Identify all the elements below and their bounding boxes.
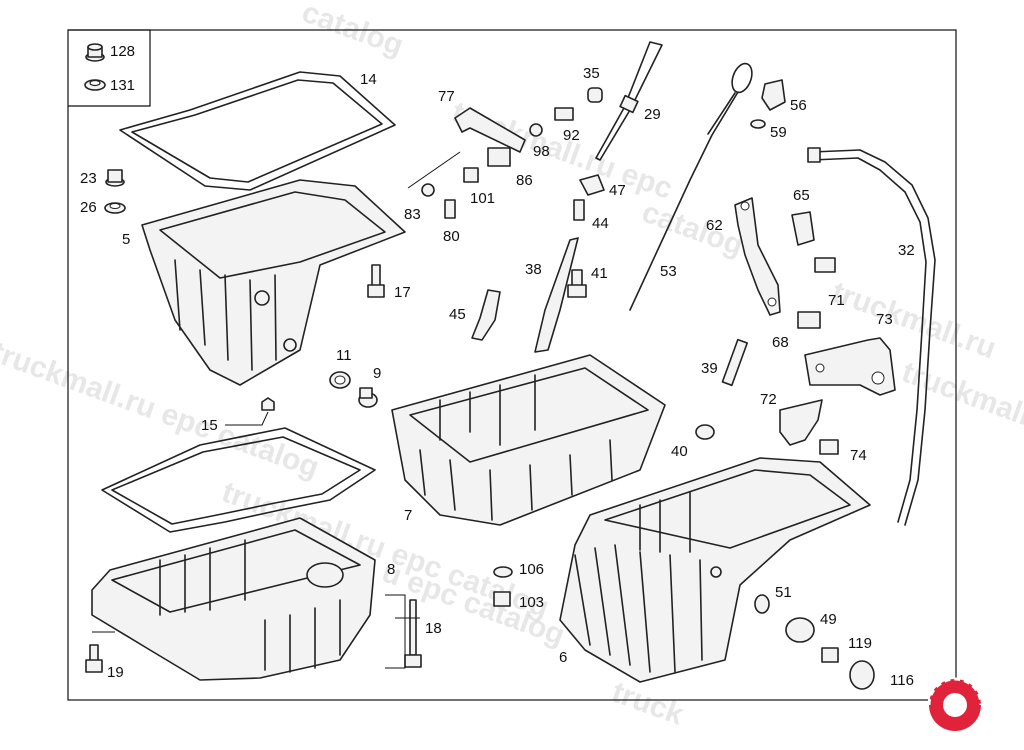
- truckmall-logo: [927, 677, 983, 731]
- legend-label: 131: [110, 77, 135, 94]
- callout: 53: [660, 263, 677, 280]
- lower-right-oil-pan: [559, 457, 871, 683]
- callout: 103: [519, 594, 544, 611]
- bracket-77: [454, 107, 526, 153]
- callout: 83: [404, 206, 421, 223]
- callout: 77: [438, 88, 455, 105]
- callout: 29: [644, 106, 661, 123]
- callout: 11: [336, 347, 352, 364]
- callout: 17: [394, 284, 411, 301]
- callout: 8: [387, 561, 395, 578]
- callout: 18: [425, 620, 442, 637]
- legend-plug-icon: [85, 43, 105, 62]
- callout: 32: [898, 242, 915, 259]
- callout: 86: [516, 172, 533, 189]
- callout: 41: [591, 265, 608, 282]
- callout: 80: [443, 228, 460, 245]
- legend-box: [68, 29, 151, 107]
- callout: 40: [671, 443, 688, 460]
- callout: 45: [449, 306, 466, 323]
- callout: 6: [559, 649, 567, 666]
- callout: 19: [107, 664, 124, 681]
- bracket-72: [779, 399, 823, 446]
- callout: 47: [609, 182, 626, 199]
- callout: 98: [533, 143, 550, 160]
- middle-oil-pan: [391, 354, 666, 526]
- watermark-text: catalog: [298, 0, 408, 63]
- callout: 72: [760, 391, 777, 408]
- callout: 62: [706, 217, 723, 234]
- callout: 106: [519, 561, 544, 578]
- callout: 39: [701, 360, 718, 377]
- callout: 71: [828, 292, 845, 309]
- callout: 92: [563, 127, 580, 144]
- callout: 7: [404, 507, 412, 524]
- callout: 119: [848, 635, 872, 652]
- bracket-73: [804, 337, 896, 396]
- legend-ring-icon: [84, 79, 106, 91]
- legend-label: 128: [110, 43, 135, 60]
- callout: 68: [772, 334, 789, 351]
- callout: 44: [592, 215, 609, 232]
- callout: 35: [583, 65, 600, 82]
- lower-left-oil-pan: [91, 517, 376, 681]
- callout: 9: [373, 365, 381, 382]
- upper-oil-pan: [141, 179, 406, 386]
- callout: 56: [790, 97, 807, 114]
- dipstick-tube-upper: [595, 41, 663, 161]
- leader-lines: [92, 151, 461, 669]
- callout: 116: [890, 672, 914, 689]
- callout: 51: [775, 584, 792, 601]
- oil-filler-tube: [807, 147, 936, 526]
- watermark-text: catalog: [638, 196, 748, 263]
- callout: 74: [850, 447, 867, 464]
- callout-labels: 14 77 35 29 56 59 92 98 86 101 47 83 80 …: [80, 65, 915, 689]
- callout: 65: [793, 187, 810, 204]
- callout: 5: [122, 231, 130, 248]
- callout: 26: [80, 199, 97, 216]
- lower-gasket: [101, 397, 376, 533]
- callout: 73: [876, 311, 893, 328]
- callout: 23: [80, 170, 97, 187]
- callout: 15: [201, 417, 218, 434]
- callout: 38: [525, 261, 542, 278]
- upper-gasket: [119, 71, 396, 191]
- small-parts: [85, 79, 875, 690]
- callout: 59: [770, 124, 787, 141]
- dipstick: [629, 62, 753, 311]
- callout: 14: [360, 71, 377, 88]
- callout: 101: [470, 190, 495, 207]
- diagram-frame: [67, 29, 957, 701]
- watermark-text: truck: [608, 676, 689, 732]
- callout: 49: [820, 611, 837, 628]
- bracket-62: [734, 197, 781, 316]
